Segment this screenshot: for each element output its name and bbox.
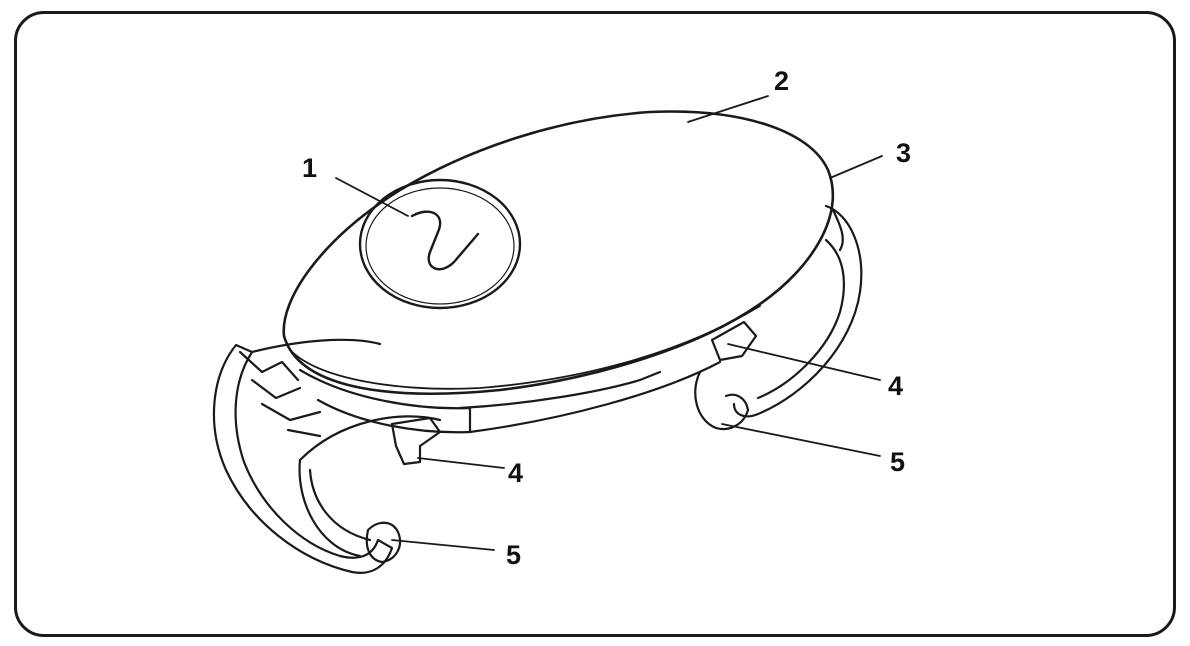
- base-plate: [298, 368, 472, 434]
- callout-5-left: 5: [506, 540, 522, 570]
- left-foot: [390, 416, 442, 466]
- callout-1: 1: [302, 153, 318, 183]
- callout-4-right: 4: [888, 371, 904, 401]
- release-button: [358, 178, 522, 310]
- callout-4-left: 4: [508, 458, 524, 488]
- right-clip-band: [694, 204, 863, 431]
- callout-3: 3: [896, 138, 912, 168]
- callout-2: 2: [774, 66, 790, 96]
- callout-5-right: 5: [890, 447, 906, 477]
- left-pad: [365, 521, 402, 564]
- diagram-frame: [14, 11, 1176, 637]
- logo-icon: [410, 210, 480, 271]
- leader-lines: [335, 95, 883, 551]
- right-foot: [710, 320, 758, 362]
- main-shell: [282, 110, 835, 395]
- left-clip-band: [212, 338, 442, 574]
